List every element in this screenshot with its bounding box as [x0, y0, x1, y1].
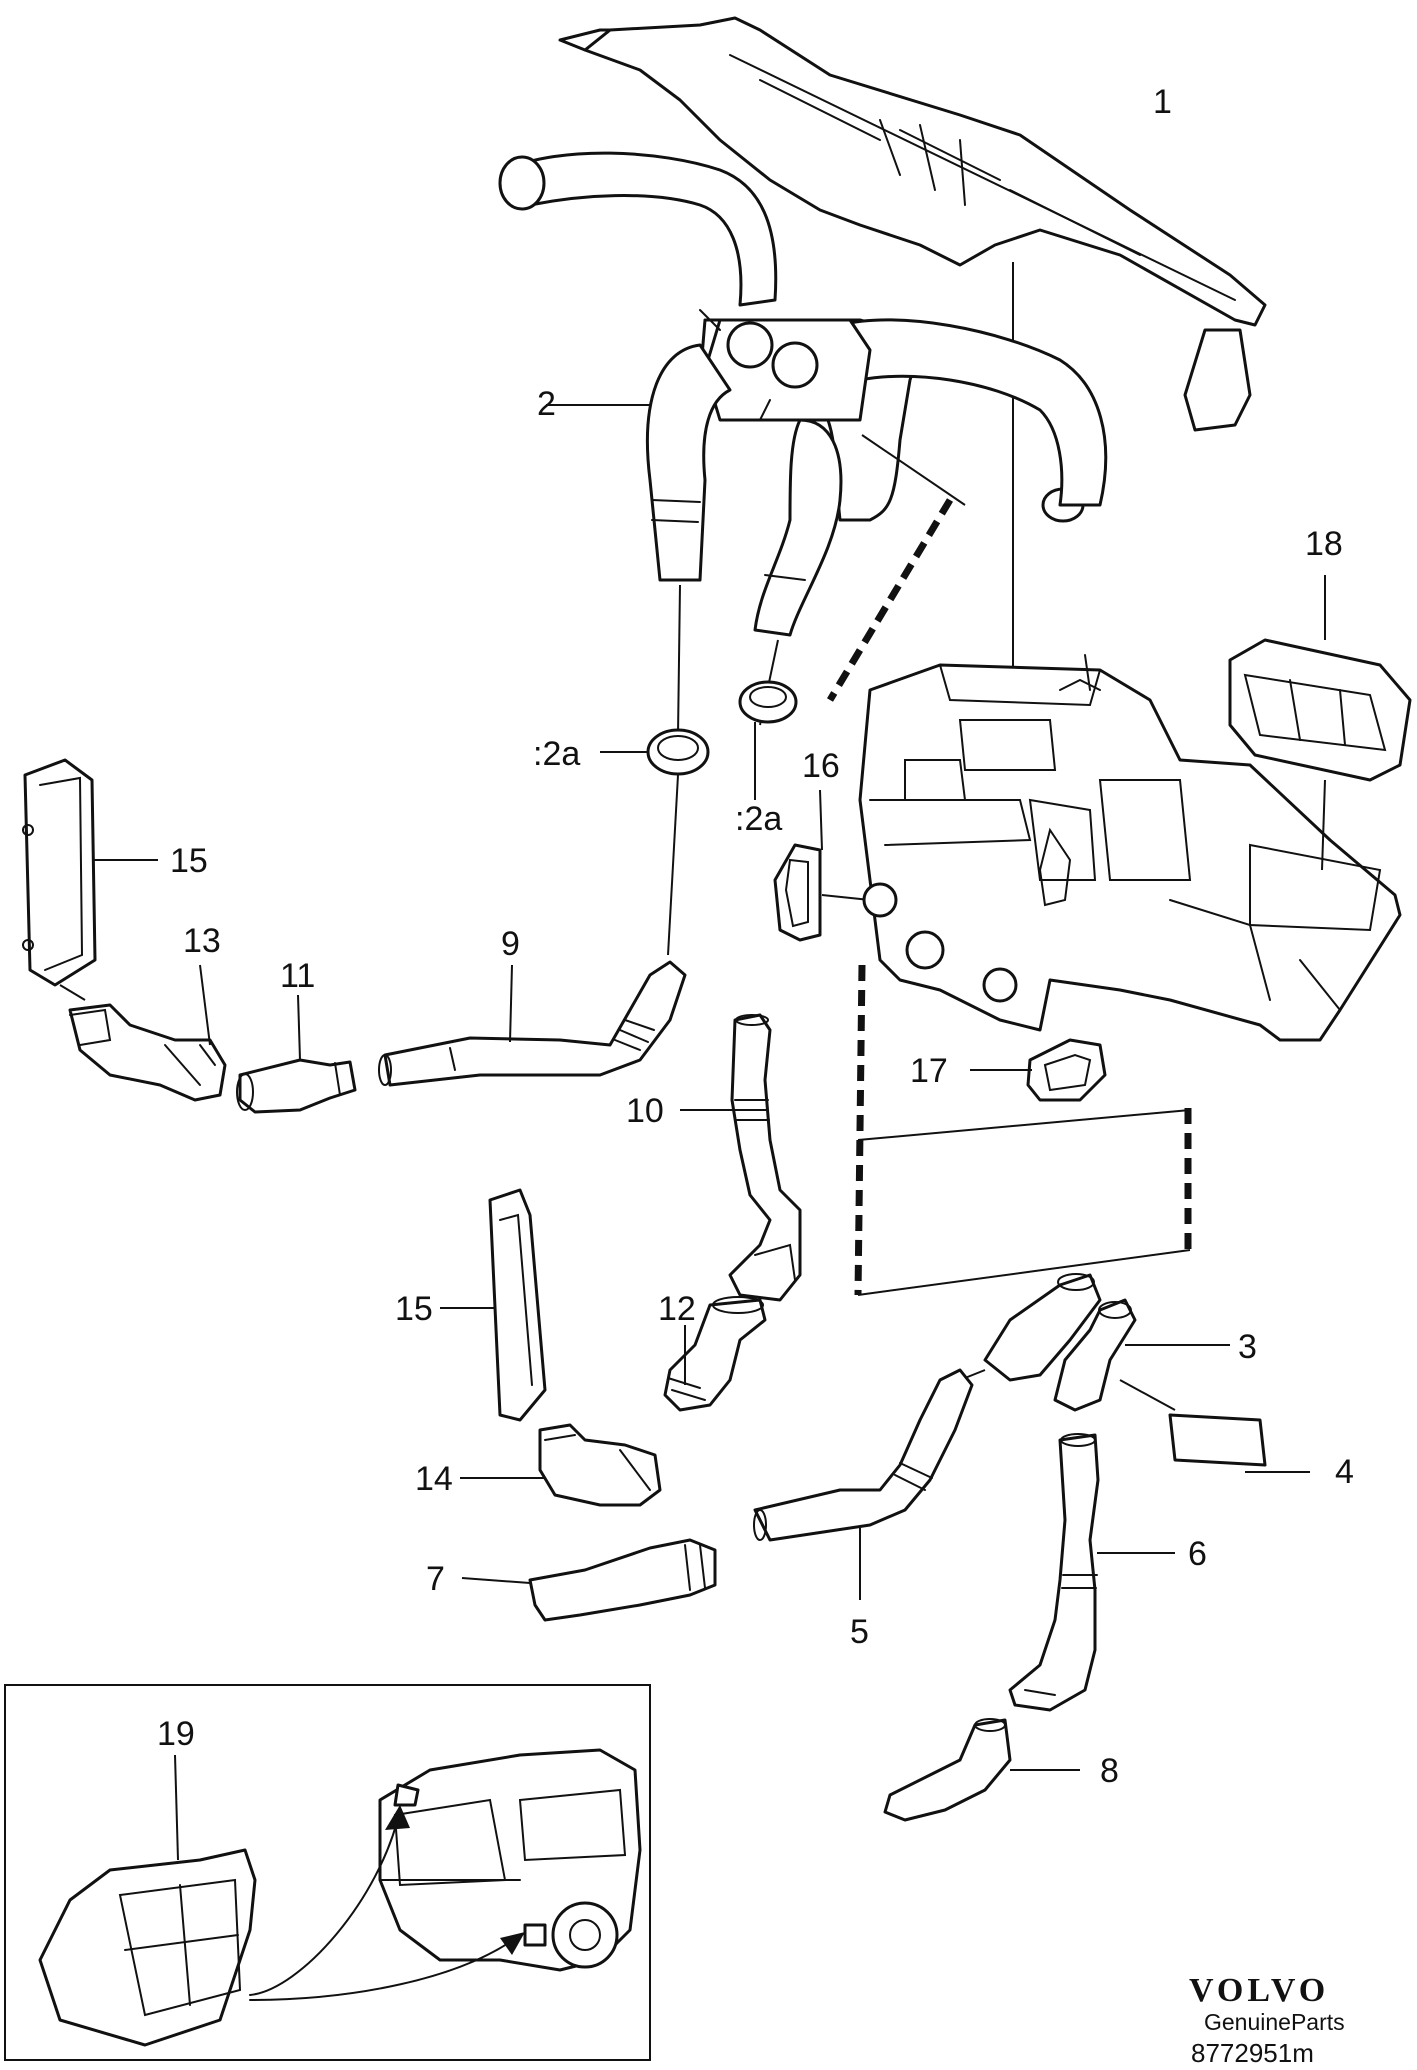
part-12-duct[interactable] [663, 1296, 767, 1412]
callout-18: 18 [1305, 525, 1343, 563]
part-2a-grommet-left[interactable] [600, 728, 710, 956]
volvo-logo: VOLVO [1189, 1972, 1329, 2009]
part-4-pad[interactable] [1168, 1413, 1310, 1473]
brand-block: VOLVO GenuineParts 8772951m [1189, 1972, 1345, 2068]
part-17-gasket[interactable] [970, 1038, 1107, 1102]
part-15-pillar-trim-upper[interactable] [22, 758, 158, 1001]
part-2-center-duct[interactable] [498, 151, 1108, 736]
callout-6: 6 [1188, 1535, 1207, 1573]
brand-subtitle: GenuineParts [1204, 2009, 1345, 2035]
part-14-duct[interactable] [460, 1423, 662, 1507]
callout-9: 9 [501, 925, 520, 963]
callout-13: 13 [183, 922, 221, 960]
callout-19: 19 [157, 1715, 195, 1753]
heater-housing [858, 654, 1402, 1042]
callout-15-upper: 15 [170, 842, 208, 880]
part-9-duct[interactable] [378, 960, 687, 1087]
pointer-arrows [249, 1805, 525, 2001]
callout-2a-right: :2a [735, 800, 782, 838]
part-11-duct[interactable] [236, 994, 357, 1114]
inset-box [4, 1684, 651, 2061]
document-number: 8772951m [1191, 2038, 1314, 2068]
part-6-duct[interactable] [1008, 1433, 1175, 1712]
part-16-gasket[interactable] [773, 789, 871, 942]
part-7-duct[interactable] [461, 1538, 717, 1622]
callout-7: 7 [426, 1560, 445, 1598]
callout-4: 4 [1335, 1453, 1354, 1491]
callout-5: 5 [850, 1613, 869, 1651]
part-15-pillar-trim-lower[interactable] [440, 1188, 547, 1422]
callout-1: 1 [1153, 83, 1172, 121]
callout-15-lower: 15 [395, 1290, 433, 1328]
part-13-duct[interactable] [68, 964, 227, 1102]
callout-16: 16 [802, 747, 840, 785]
part-8-duct[interactable] [883, 1718, 1080, 1822]
connection-dashes [826, 498, 1192, 1296]
part-19-rear-vent[interactable] [38, 1754, 257, 2047]
car-rear-view [378, 1748, 642, 1972]
callout-2: 2 [537, 385, 556, 423]
callout-labels: 1 2 :2a :2a 3 4 5 6 7 8 9 10 11 12 13 14… [157, 83, 1354, 1790]
part-3-duct[interactable] [959, 1273, 1230, 1412]
callout-3: 3 [1238, 1328, 1257, 1366]
callout-17: 17 [910, 1052, 948, 1090]
callout-14: 14 [415, 1460, 453, 1498]
callout-11: 11 [280, 957, 315, 995]
part-5-duct[interactable] [753, 1368, 974, 1600]
part-18-outlet[interactable] [1228, 575, 1412, 871]
callout-2a-left: :2a [533, 735, 580, 773]
callout-12: 12 [658, 1290, 696, 1328]
part-10-duct[interactable] [680, 1013, 802, 1302]
callout-8: 8 [1100, 1752, 1119, 1790]
part-2a-grommet-right[interactable] [738, 680, 798, 800]
callout-10: 10 [626, 1092, 664, 1130]
